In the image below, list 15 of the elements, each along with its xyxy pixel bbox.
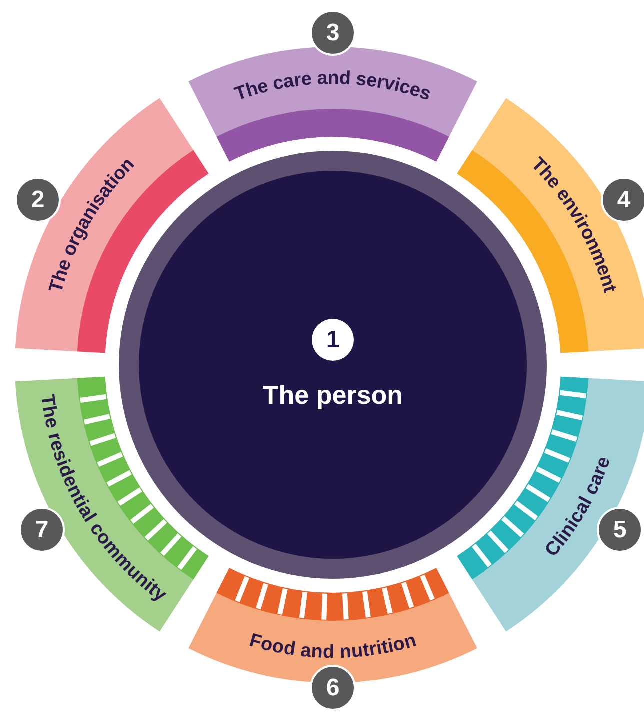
ring-segment [15,98,209,354]
number-badge: 1 [312,319,354,361]
center-title: The person [262,380,404,410]
ring-segment [457,376,644,632]
number-badge: 3 [310,10,356,56]
number-badge: 2 [15,177,61,223]
number-badge: 5 [597,507,643,553]
number-badge: 6 [310,665,356,711]
number-badge: 4 [601,177,644,223]
segment-label: Food and nutrition [247,630,419,663]
ring-segment [15,376,209,632]
segment-label: The care and services [232,68,434,105]
number-badge: 7 [19,507,65,553]
ring-segment [188,47,478,162]
ring-segment [457,98,644,354]
